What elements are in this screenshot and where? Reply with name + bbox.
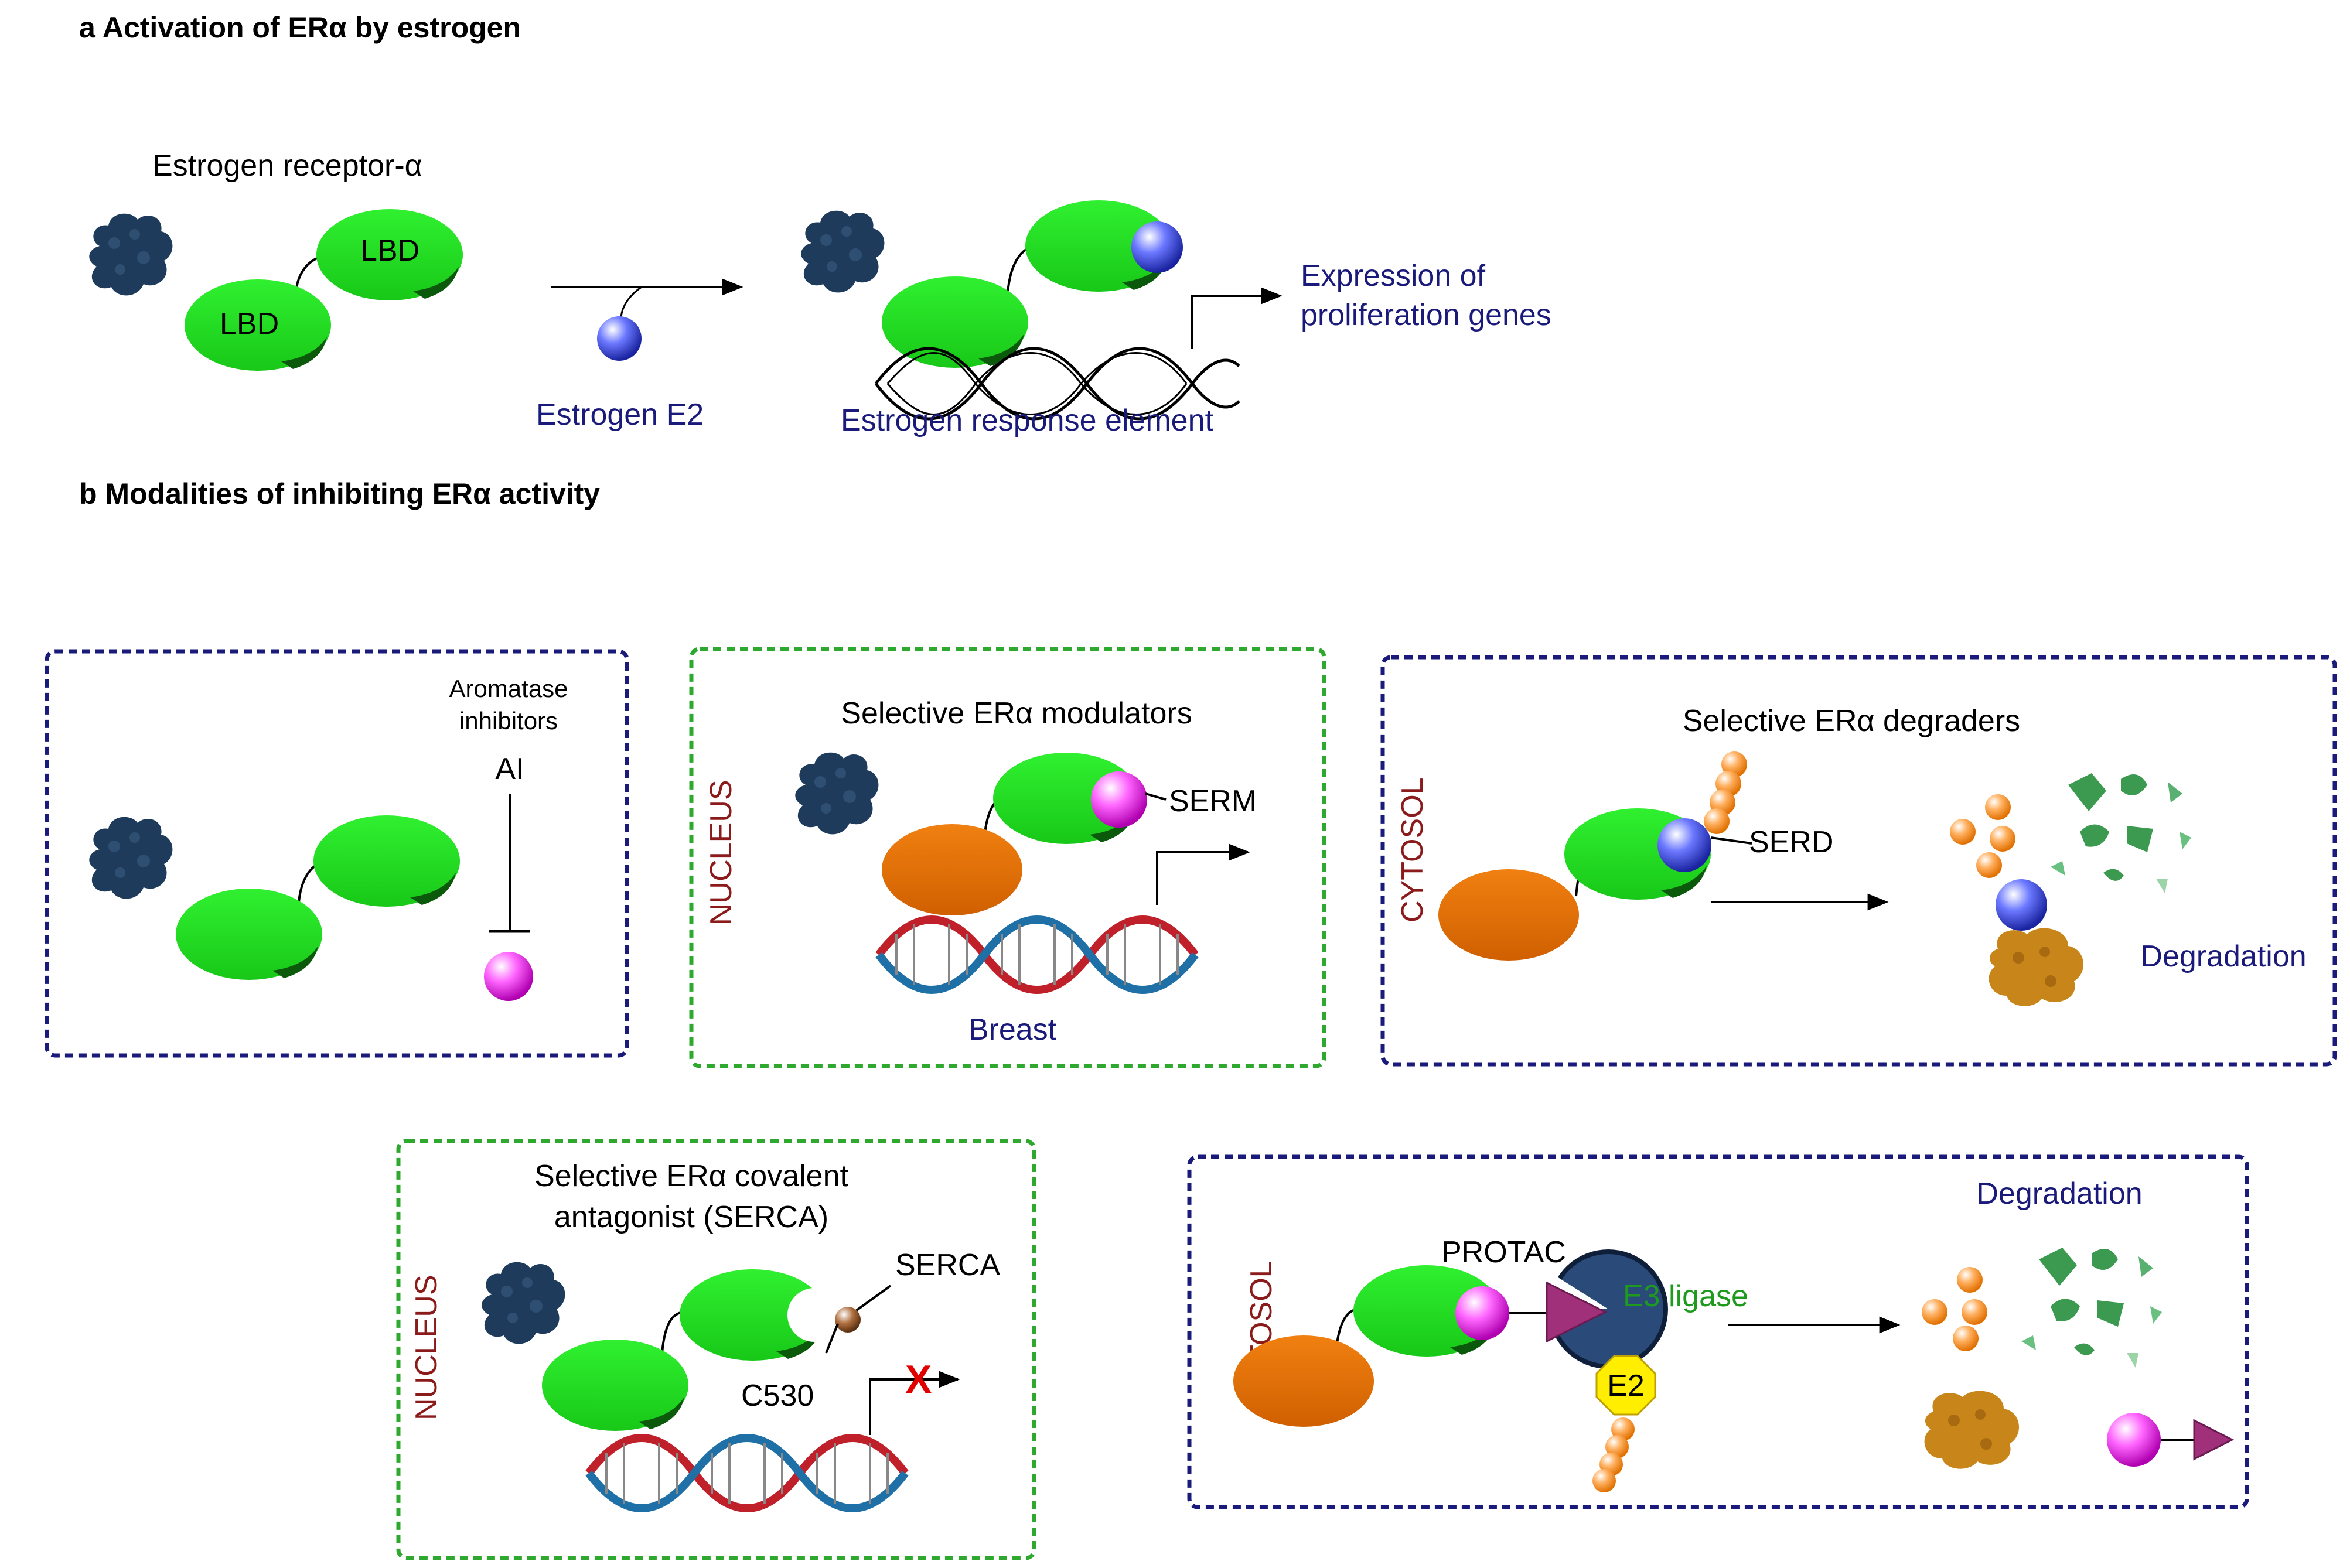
serm-protein [795, 752, 879, 835]
serm-drug-pointer [1145, 792, 1167, 801]
serca-drug-label: SERCA [895, 1248, 1000, 1282]
serd-degraded-protein [1989, 928, 2084, 1006]
estrogen-tether [620, 286, 642, 320]
serd-released-drug [1996, 879, 2047, 931]
serca-side-label: NUCLEUS [410, 1275, 444, 1421]
serm-dna [879, 920, 1195, 990]
serm-drug-sphere [1091, 771, 1147, 828]
serca-box [396, 1139, 1036, 1560]
serca-protein [482, 1262, 565, 1344]
ai-box [45, 649, 629, 1058]
ai-protein [89, 817, 173, 899]
ai-lbd-bottom [176, 889, 322, 980]
ai-abbr: AI [495, 752, 524, 786]
expression-line1: Expression of [1301, 259, 1486, 293]
serca-drug-sphere [835, 1307, 861, 1333]
serca-block-mark: X [905, 1357, 932, 1402]
serm-box [689, 647, 1326, 1068]
serm-title: Selective ERα modulators [841, 696, 1192, 730]
transcription-arrow [1191, 287, 1283, 349]
serm-tissue-label: Breast [968, 1013, 1057, 1047]
panel-b-heading: b Modalities of inhibiting ERα activity [79, 477, 600, 510]
ai-lbd-top [313, 815, 460, 907]
serd-free-ubiquitin [1950, 794, 2015, 878]
panel-a-heading: a Activation of ERα by estrogen [79, 11, 521, 44]
ai-blocked-estrogen [484, 952, 533, 1001]
protac-warhead [1455, 1286, 1509, 1340]
e2-enzyme [1595, 1355, 1656, 1416]
protac-free-ubiquitin [1922, 1267, 1987, 1351]
estrogen-sphere [597, 316, 642, 361]
dna-response-element [875, 347, 1240, 421]
protac-recycled-warhead [2107, 1413, 2161, 1467]
serd-peptide-fragments [2051, 773, 2191, 893]
serd-outcome-label: Degradation [2140, 940, 2306, 973]
protac-box [1187, 1154, 2249, 1509]
ai-line2: inhibitors [459, 707, 558, 735]
receptor-label: Estrogen receptor-α [152, 149, 422, 183]
serm-dbd [882, 824, 1022, 915]
response-element-label: Estrogen response element [841, 404, 1213, 438]
protac-ubiquitin-chain [1592, 1417, 1635, 1492]
receptor-protein-a [89, 213, 173, 296]
serd-drug-sphere [1657, 818, 1711, 872]
serca-title-line2: antagonist (SERCA) [554, 1200, 828, 1234]
serm-drug-label: SERM [1169, 784, 1257, 818]
serca-pocket [787, 1288, 841, 1342]
e3-ligase-label: E3 ligase [1623, 1279, 1748, 1313]
serca-blocked-arrow [869, 1371, 960, 1435]
serd-ubiquitin-chain [1704, 751, 1747, 834]
lbd-top-label: LBD [360, 234, 419, 268]
estrogen-label: Estrogen E2 [536, 398, 704, 432]
serm-side-label: NUCLEUS [704, 780, 738, 926]
serd-drug-label: SERD [1749, 825, 1833, 859]
serca-title-line1: Selective ERα covalent [534, 1159, 848, 1193]
protac-label: PROTAC [1441, 1235, 1566, 1269]
lbd-bottom-b [882, 276, 1028, 368]
protac-triangle [1546, 1281, 1608, 1343]
serd-drug-pointer [1710, 836, 1752, 845]
serd-box [1380, 655, 2337, 1067]
serca-residue-label: C530 [741, 1379, 814, 1413]
lbd-bottom-label: LBD [220, 307, 279, 341]
serd-dbd [1438, 869, 1579, 961]
serca-lbd-bottom [542, 1340, 688, 1431]
protac-peptide-fragments [2021, 1248, 2162, 1368]
serd-title: Selective ERα degraders [1683, 704, 2020, 738]
serm-transcription-arrow [1156, 843, 1250, 905]
serca-residue-pointer [825, 1323, 839, 1354]
e2-label: E2 [1607, 1369, 1645, 1403]
serca-dna [589, 1438, 905, 1508]
serca-drug-pointer [855, 1285, 892, 1311]
receptor-protein-b [801, 210, 885, 293]
serd-side-label: CYTOSOL [1396, 777, 1430, 923]
protac-outcome-label: Degradation [1976, 1177, 2142, 1211]
protac-dbd [1233, 1335, 1374, 1427]
bound-estrogen [1131, 221, 1183, 273]
protac-degraded-protein [1924, 1391, 2020, 1469]
expression-line2: proliferation genes [1301, 298, 1551, 332]
protac-recycled-triangle [2193, 1419, 2235, 1461]
ai-line1: Aromatase [449, 675, 568, 702]
